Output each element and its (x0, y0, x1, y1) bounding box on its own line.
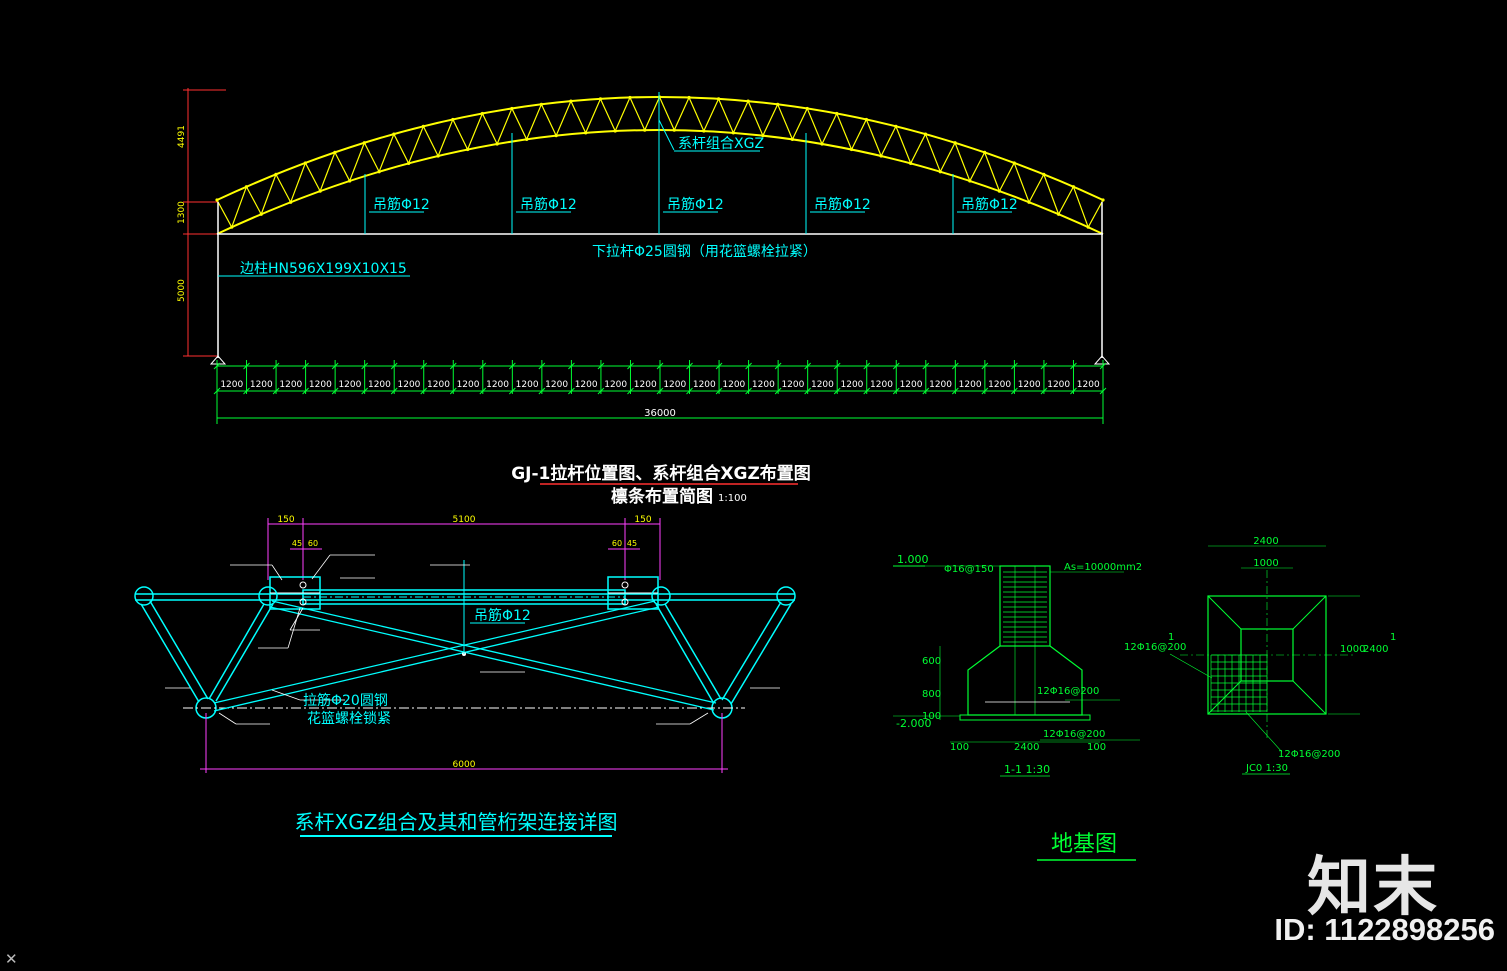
bay-label: 1200 (959, 380, 982, 390)
truss-top-chord (216, 96, 1104, 201)
bay-label: 1200 (811, 380, 834, 390)
bay-label: 1200 (486, 380, 509, 390)
bay-label: 1200 (988, 380, 1011, 390)
plan-rebar-bottom: 12Φ16@200 (1278, 749, 1340, 760)
pier-section (999, 565, 1051, 647)
level-bottom: -2.000 (896, 717, 931, 730)
bay-label: 1200 (841, 380, 864, 390)
hanger-lines (364, 92, 954, 234)
dim-100a: 100 (922, 711, 941, 722)
hanger-label-1: 吊筋Φ12 (373, 196, 430, 213)
bay-label: 1200 (752, 380, 775, 390)
rebar-mid-label: 12Φ16@200 (1037, 686, 1099, 697)
image-id-watermark: ID: 1122898256 (1274, 912, 1495, 947)
bay-label: 1200 (1018, 380, 1041, 390)
detail-dim-small-left-a: 45 (292, 539, 302, 548)
elevation-title-line1: GJ-1拉杆位置图、系杆组合XGZ布置图 (511, 463, 811, 484)
column-label: 边柱HN596X199X10X15 (240, 261, 407, 277)
bay-label: 1200 (309, 380, 332, 390)
bay-label: 1200 (1047, 380, 1070, 390)
right-support-symbol (1093, 355, 1111, 365)
detail-hanger-label: 吊筋Φ12 (474, 607, 531, 624)
dim-height-top: 4491 (177, 125, 187, 148)
dim-height-truss: 1300 (177, 201, 187, 224)
detail-dim-right: 150 (634, 515, 651, 525)
brace-label-2: 花篮螺栓锁紧 (307, 711, 391, 727)
dim-800: 800 (922, 689, 941, 700)
truss-diagonals (140, 600, 792, 705)
plan-dim-inner: 1000 (1253, 558, 1278, 569)
bay-dimension-labels: 1200 1200 1200 1200 1200 1200 1200 1200 1200 1200… (220, 380, 1100, 390)
dim-2400: 2400 (1014, 742, 1039, 753)
bay-label: 1200 (781, 380, 804, 390)
plan-dim-right: 1000 (1340, 644, 1365, 655)
bay-label: 1200 (722, 380, 745, 390)
truss-bottom-chord (216, 129, 1104, 235)
bay-label: 1200 (250, 380, 273, 390)
bay-label: 1200 (398, 380, 421, 390)
cross-bracing (213, 600, 717, 712)
bay-label: 1200 (870, 380, 893, 390)
truss-web-members (215, 95, 1105, 229)
hanger-label-4: 吊筋Φ12 (814, 196, 871, 213)
plan-mark-1a: 1 (1168, 632, 1174, 643)
bay-label: 1200 (279, 380, 302, 390)
hanger-label-2: 吊筋Φ12 (520, 196, 577, 213)
bay-label: 1200 (427, 380, 450, 390)
bay-label: 1200 (457, 380, 480, 390)
bay-label: 1200 (516, 380, 539, 390)
bay-label: 1200 (663, 380, 686, 390)
plan-mark-1b: 1 (1390, 632, 1396, 643)
detail-bottom-dim: 6000 (453, 760, 476, 770)
bottom-chord-label: 下拉杆Φ25圆钢（用花篮螺栓拉紧） (592, 244, 817, 260)
tie-rod-xgz-label: 系杆组合XGZ (678, 136, 764, 152)
total-span-label: 36000 (644, 408, 676, 419)
hanger-label-3: 吊筋Φ12 (667, 196, 724, 213)
area-note: As=10000mm2 (1064, 562, 1142, 573)
bay-label: 1200 (634, 380, 657, 390)
detail-dim-small-right-a: 60 (612, 539, 622, 548)
foundation-title: 地基图 (1051, 832, 1117, 857)
bay-label: 1200 (575, 380, 598, 390)
bay-label: 1200 (338, 380, 361, 390)
plan-dim-right2: 2400 (1363, 644, 1388, 655)
elevation-title-scale: 1:100 (718, 493, 747, 504)
dim-600: 600 (922, 656, 941, 667)
plan-dim-top: 2400 (1253, 536, 1278, 547)
bay-label: 1200 (693, 380, 716, 390)
footing-section (967, 645, 1083, 716)
brand-watermark-logo: 知末 (1307, 851, 1439, 925)
bay-label: 1200 (545, 380, 568, 390)
bay-label: 1200 (368, 380, 391, 390)
rebar-bot-label: 12Φ16@200 (1043, 729, 1105, 740)
tie-detail-drawing: 150 5100 150 45 60 60 45 (134, 515, 796, 837)
bay-label: 1200 (604, 380, 627, 390)
brace-label-1: 拉筋Φ20圆钢 (303, 692, 388, 709)
plan-label: JC0 1:30 (1245, 763, 1288, 774)
bay-label: 1200 (1077, 380, 1100, 390)
detail-dim-small-left-b: 60 (308, 539, 318, 548)
bay-label: 1200 (929, 380, 952, 390)
tie-detail-title: 系杆XGZ组合及其和管桁架连接详图 (295, 810, 618, 834)
rebar-top-label: Φ16@150 (944, 564, 994, 575)
level-top: 1.000 (897, 553, 929, 566)
bay-label: 1200 (220, 380, 243, 390)
section-label: 1-1 1:30 (1004, 763, 1050, 776)
detail-dim-mid: 5100 (453, 515, 476, 525)
hanger-label-5: 吊筋Φ12 (961, 196, 1018, 213)
bay-dimension-ticks (213, 360, 1107, 395)
detail-dim-small-right-b: 45 (627, 539, 637, 548)
plan-rebar-left: 12Φ16@200 (1124, 642, 1186, 653)
dim-100c: 100 (1087, 742, 1106, 753)
dim-100b: 100 (950, 742, 969, 753)
foundation-drawing: 1.000 Φ16@150 As=10000mm2 600 800 100 -2… (893, 536, 1396, 861)
bay-label: 1200 (900, 380, 923, 390)
truss-elevation: 4491 1300 5000 吊筋Φ12 吊筋Φ12 吊筋Φ12 吊筋Φ12 (177, 88, 1111, 507)
detail-dim-left: 150 (277, 515, 294, 525)
elevation-title-line2: 檩条布置简图 (611, 486, 713, 507)
close-icon[interactable]: ✕ (5, 950, 18, 968)
left-support-symbol (209, 355, 227, 365)
dim-height-column: 5000 (177, 279, 187, 302)
